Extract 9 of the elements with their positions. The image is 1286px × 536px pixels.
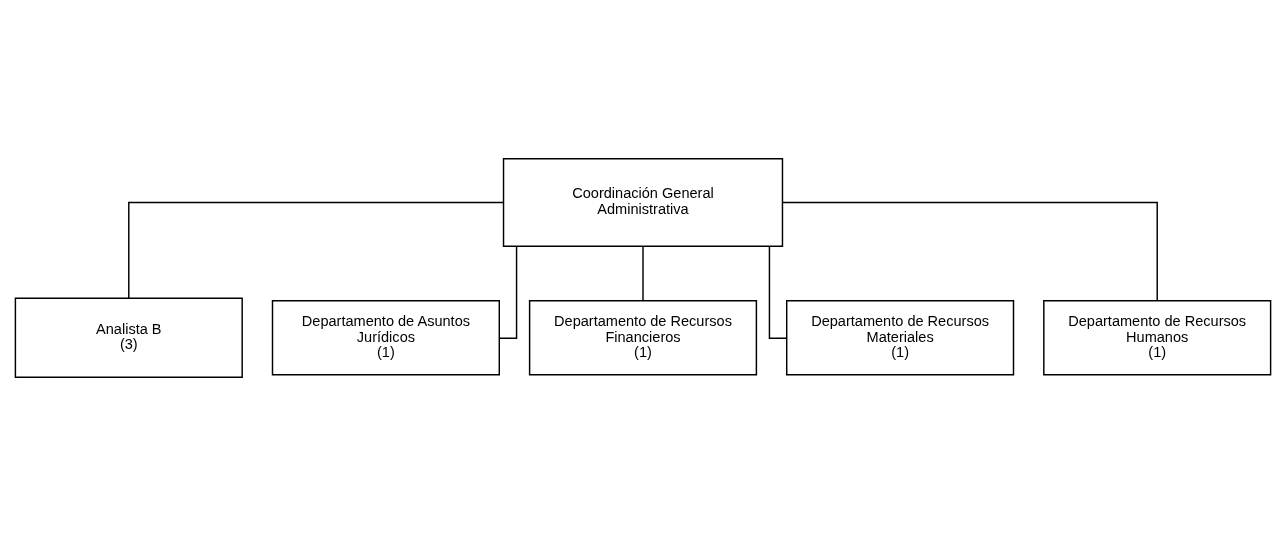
node-box: Departamento de Asuntos Jurídicos (1) (271, 300, 501, 376)
node-box: Departamento de Recursos Financieros (1) (528, 300, 758, 376)
connector (128, 201, 505, 299)
connector (781, 201, 1158, 302)
node-box: Coordinación General Administrativa (502, 158, 784, 247)
node-box: Analista B (3) (14, 297, 243, 378)
node-box: Departamento de Recursos Materiales (1) (786, 300, 1015, 376)
connector (642, 245, 644, 302)
node-box: Departamento de Recursos Humanos (1) (1043, 300, 1272, 376)
